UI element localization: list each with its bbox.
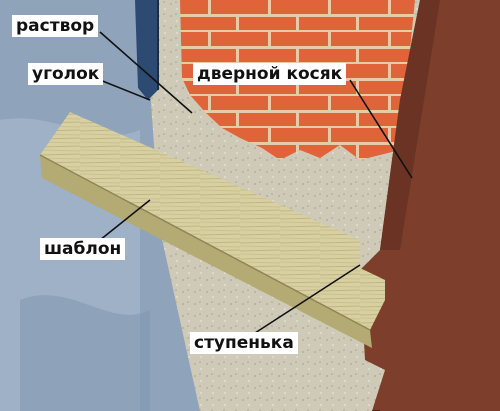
template-edge bbox=[39, 154, 371, 331]
leader-template bbox=[99, 199, 151, 241]
wall-texture-2 bbox=[20, 295, 150, 411]
template-board-front bbox=[40, 155, 372, 348]
door-jamb-shade bbox=[380, 0, 440, 250]
leader-jamb bbox=[349, 79, 413, 179]
label-door-jamb: дверной косяк bbox=[193, 63, 347, 85]
leader-corner bbox=[99, 79, 151, 101]
label-corner: уголок bbox=[28, 63, 104, 85]
label-template: шаблон bbox=[40, 238, 126, 260]
leader-mortar bbox=[99, 31, 193, 114]
label-mortar: раствор bbox=[12, 15, 99, 37]
steel-corner bbox=[135, 0, 158, 100]
door-jamb bbox=[360, 0, 500, 411]
template-board-top bbox=[40, 112, 385, 330]
leader-step bbox=[254, 264, 361, 334]
label-step: ступенька bbox=[190, 332, 298, 354]
